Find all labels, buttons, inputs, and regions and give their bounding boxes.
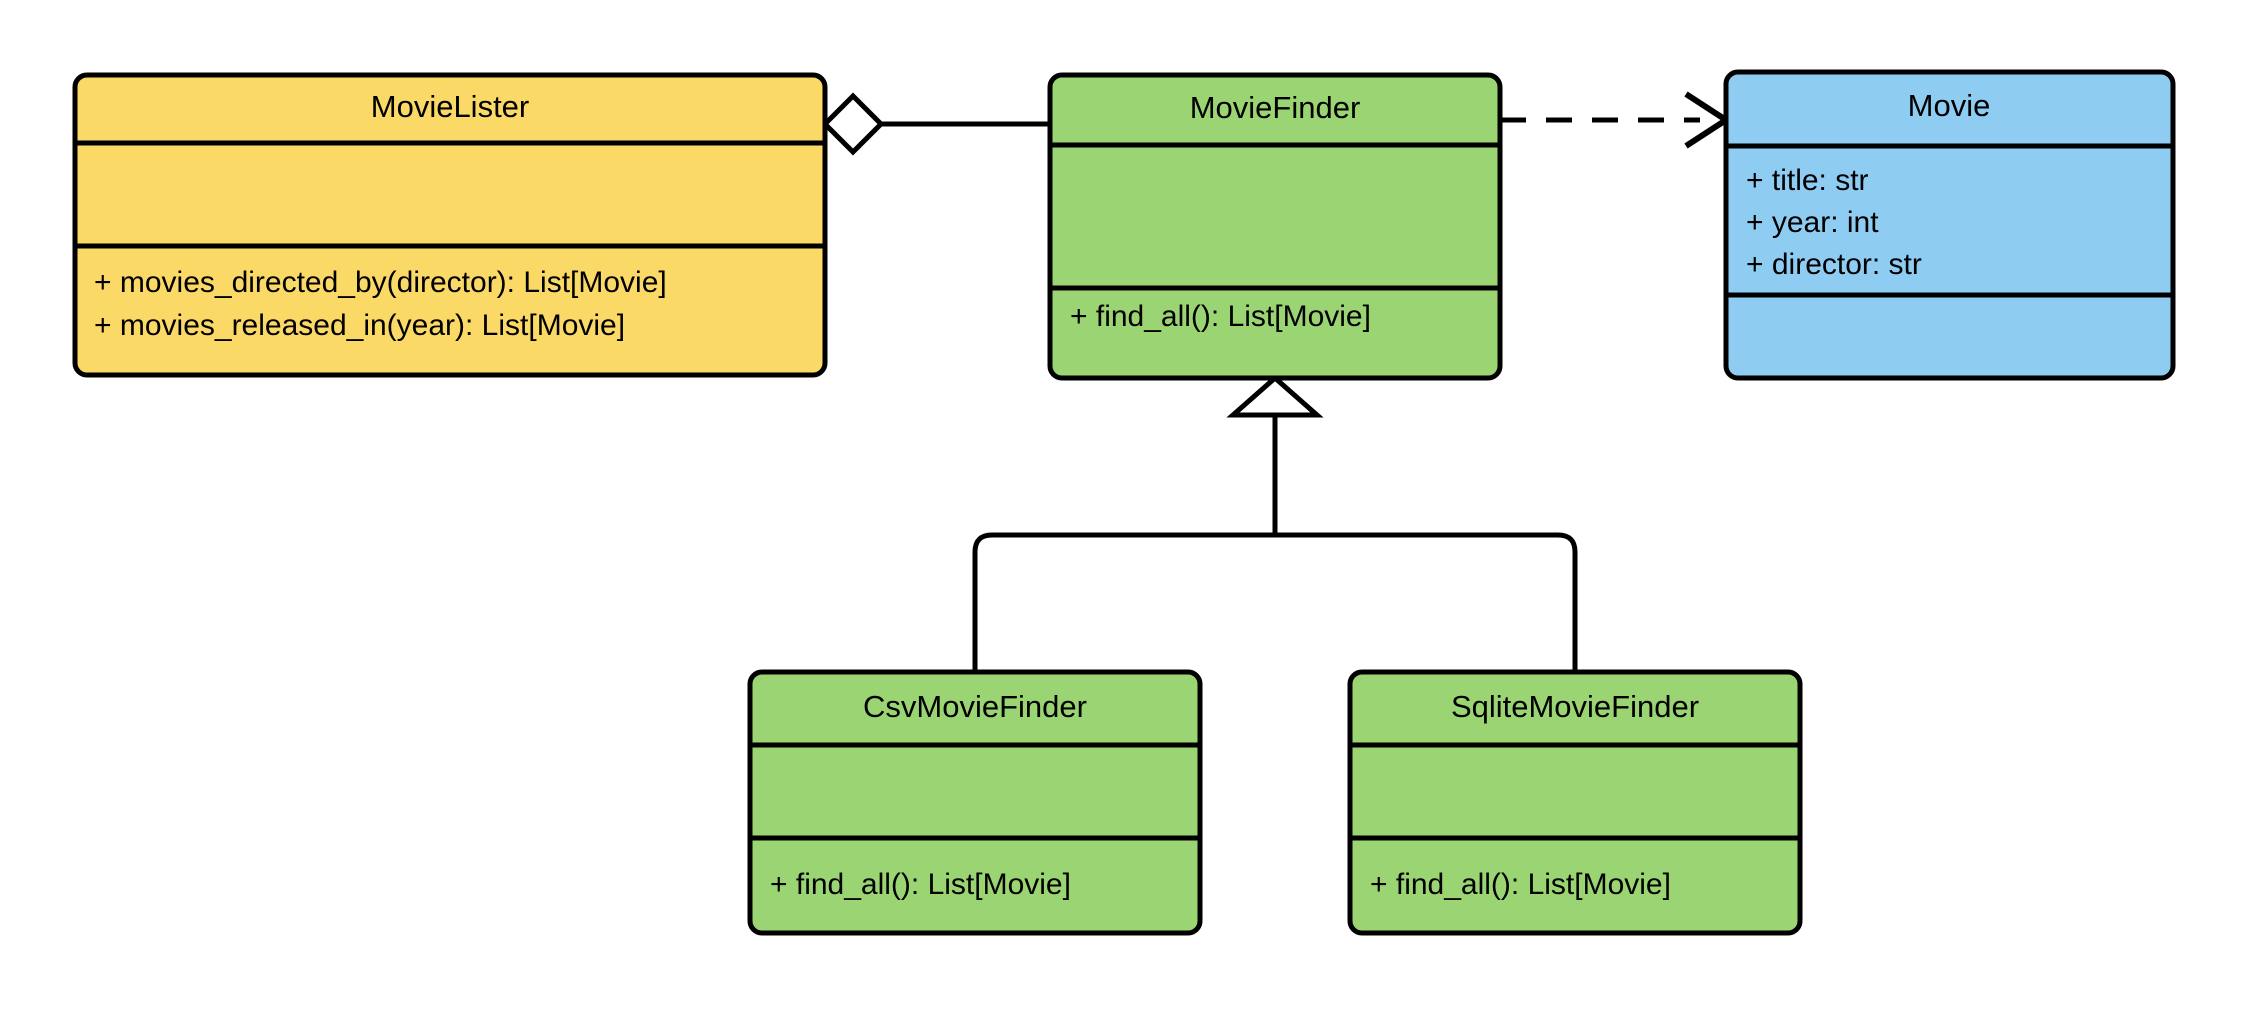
hollow-diamond-icon [821,92,885,156]
generalization-branch-csv [972,532,1275,672]
class-name-label: SqliteMovieFinder [1451,689,1699,724]
class-name-label: Movie [1908,88,1991,123]
edge-aggregation-movielister-moviefinder[interactable] [821,92,1050,156]
class-body [1347,669,1803,936]
class-box-movie-finder[interactable]: MovieFinder + find_all(): List[Movie] [1047,72,1503,381]
class-method-label: + movies_directed_by(director): List[Mov… [94,266,667,299]
class-method-label: + find_all(): List[Movie] [1070,300,1371,333]
class-box-sqlite-movie-finder[interactable]: SqliteMovieFinder + find_all(): List[Mov… [1347,669,1803,936]
class-attribute-label: + title: str [1746,164,1869,197]
class-attribute-label: + director: str [1746,248,1922,281]
class-body [747,669,1203,936]
class-box-movie-lister[interactable]: MovieLister + movies_directed_by(directo… [72,72,828,378]
class-method-label: + movies_released_in(year): List[Movie] [94,309,625,342]
generalization-branch-sqlite [1275,532,1578,672]
class-attribute-label: + year: int [1746,206,1879,239]
class-body [1047,72,1503,381]
class-method-label: + find_all(): List[Movie] [770,868,1071,901]
edge-dependency-moviefinder-movie[interactable] [1500,91,1732,149]
class-method-label: + find_all(): List[Movie] [1370,868,1671,901]
edge-generalization-subclasses-moviefinder[interactable] [972,374,1578,672]
class-body [72,72,828,378]
hollow-triangle-icon [1226,374,1324,418]
class-box-csv-movie-finder[interactable]: CsvMovieFinder + find_all(): List[Movie] [747,669,1203,936]
class-name-label: CsvMovieFinder [863,689,1087,724]
class-name-label: MovieFinder [1190,90,1361,125]
class-box-movie[interactable]: Movie + title: str + year: int + directo… [1723,69,2176,381]
class-name-label: MovieLister [371,89,530,124]
